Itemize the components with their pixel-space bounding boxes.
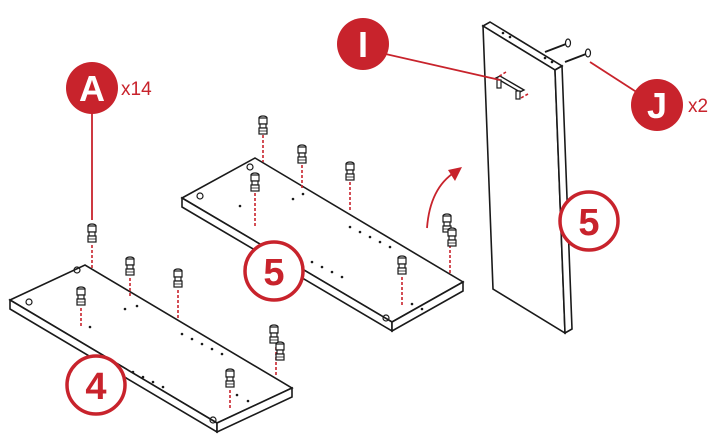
callout-j-letter: J <box>647 85 667 126</box>
cam-dowel-icon <box>125 256 135 276</box>
cam-dowel-icon <box>250 172 260 192</box>
panel-5-shelf-number: 5 <box>263 252 284 294</box>
rotate-arrow-icon <box>426 167 462 229</box>
cam-dowel-icon <box>258 115 268 135</box>
panel-5-upright: 5 <box>481 21 620 335</box>
cam-dowel-icon <box>87 223 97 243</box>
cam-dowel-icon <box>269 324 279 344</box>
callout-a: A x14 <box>66 62 152 220</box>
cam-dowel-icon <box>297 144 307 164</box>
callout-a-letter: A <box>79 68 105 109</box>
callout-j-qty: x2 <box>688 96 708 117</box>
cam-dowel-icon <box>397 255 407 275</box>
cam-dowel-icon <box>345 161 355 181</box>
cam-dowel-icon <box>76 286 86 306</box>
callout-i-letter: I <box>358 24 368 65</box>
panel-5-upright-number: 5 <box>578 202 599 244</box>
screw-icon <box>544 38 592 63</box>
panel-5-shelf: 5 <box>180 115 465 333</box>
callout-a-qty: x14 <box>121 79 152 100</box>
callout-i: I <box>337 18 501 81</box>
cam-dowel-icon <box>225 368 235 388</box>
panel-4: 4 <box>8 223 294 434</box>
callout-j: J x2 <box>589 61 708 131</box>
panel-4-number: 4 <box>85 366 106 408</box>
cam-dowel-icon <box>275 341 285 361</box>
cam-dowel-icon <box>447 227 457 247</box>
cam-dowel-icon <box>173 268 183 288</box>
